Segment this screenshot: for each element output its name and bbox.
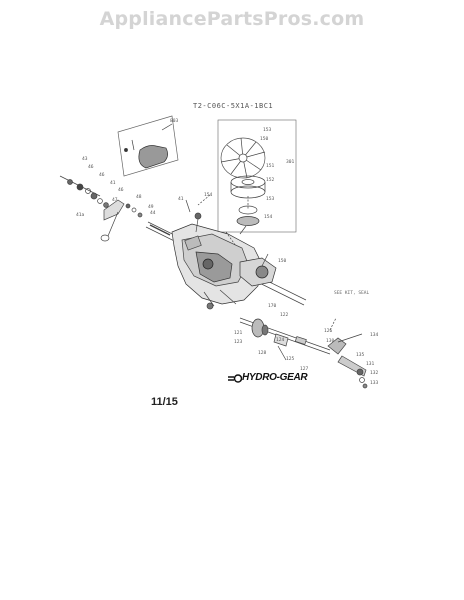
callout-135: 135	[356, 352, 365, 358]
callout-133: 133	[370, 380, 379, 386]
callout-128: 128	[258, 350, 267, 356]
axle-hardware-drawing	[239, 317, 368, 389]
callout-46c: 46	[118, 187, 124, 193]
control-linkage-drawing	[59, 175, 143, 242]
part-callouts: 803 43 46 46 41 46 48 47 49 41 44 41a 15…	[76, 118, 379, 386]
callout-132: 132	[370, 370, 379, 376]
callout-46b: 46	[99, 172, 105, 178]
callout-47: 47	[112, 197, 118, 203]
callout-41a: 41	[110, 180, 116, 186]
cooling-fan-drawing	[220, 137, 266, 179]
callout-122: 122	[280, 312, 289, 318]
callout-152: 152	[266, 177, 275, 183]
callout-134: 134	[370, 332, 379, 338]
callout-803: 803	[170, 118, 179, 124]
callout-131: 131	[366, 361, 375, 367]
callout-41-lower: 41a	[76, 212, 85, 218]
callout-153-mid: 153	[266, 196, 275, 202]
callout-125: 125	[286, 356, 295, 362]
washer-drawing	[238, 205, 258, 215]
callout-126: 126	[324, 328, 333, 334]
callout-49: 49	[148, 204, 154, 210]
pulley-drawing	[230, 175, 266, 199]
callout-123: 123	[234, 339, 243, 345]
callout-124: 124	[276, 337, 285, 343]
model-number: T2-C06C-5X1A-1BC1	[193, 102, 274, 110]
callout-153-top: 153	[263, 127, 272, 133]
fan-assembly-frame	[217, 119, 297, 233]
callout-150: 150	[278, 258, 287, 264]
transaxle-housing-drawing	[171, 212, 277, 310]
callout-121: 121	[234, 330, 243, 336]
callout-151: 151	[266, 163, 275, 169]
hydro-gear-brand-text: HYDRO-GEAR	[242, 372, 308, 383]
callout-150-top: 150	[260, 136, 269, 142]
watermark-text: AppliancePartsPros.com	[99, 8, 365, 30]
seal-kit-note: SEE KIT, SEAL	[334, 291, 370, 296]
hydro-gear-logo-icon	[228, 374, 242, 383]
callout-43: 43	[82, 156, 88, 162]
callout-41b: 41	[178, 196, 184, 202]
callout-44: 44	[150, 210, 156, 216]
page-number: 11/15	[151, 396, 178, 408]
callout-170: 170	[268, 303, 277, 309]
callout-48: 48	[136, 194, 142, 200]
parts-bag-drawing	[117, 115, 179, 177]
callout-154: 154	[264, 214, 273, 220]
callout-301: 301	[286, 159, 295, 165]
callout-46a: 46	[88, 164, 94, 170]
callout-154-top: 154	[204, 192, 213, 198]
callout-127: 127	[300, 366, 309, 372]
callout-130: 130	[326, 338, 335, 344]
